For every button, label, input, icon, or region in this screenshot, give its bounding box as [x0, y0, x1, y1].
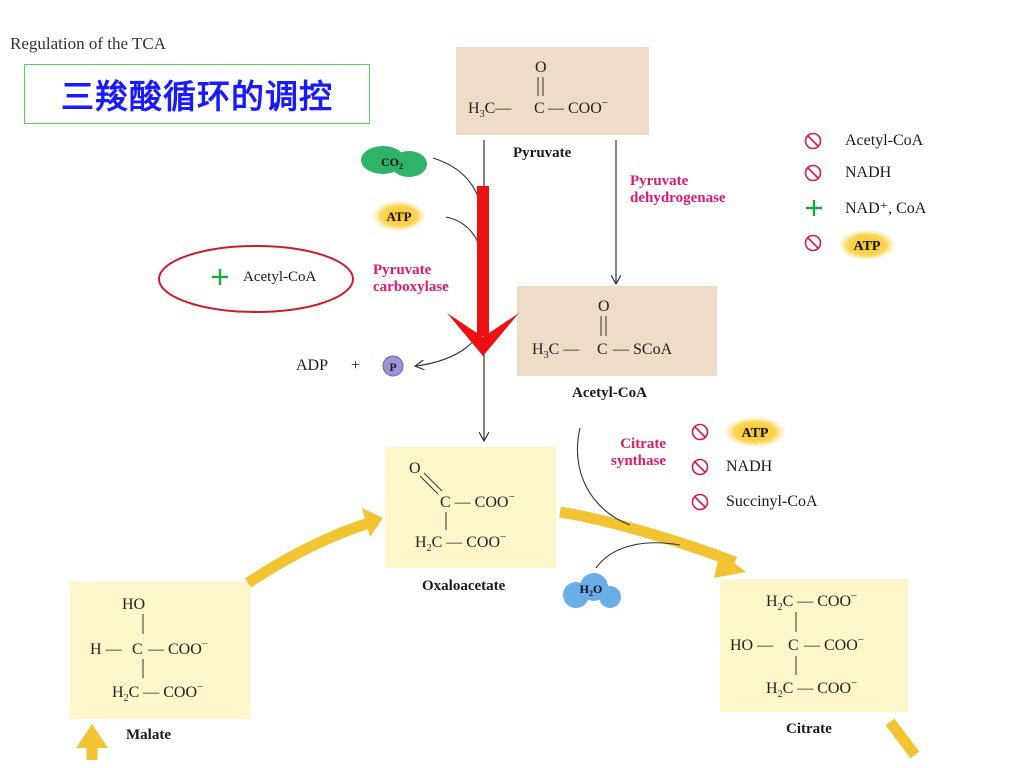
inhibit-icon	[691, 493, 709, 511]
svg-text:ATP: ATP	[742, 426, 769, 441]
acetylcoa-structure: O H3C — C — SCoA	[532, 298, 673, 361]
svg-text:C: C	[132, 641, 143, 658]
citrate-box	[720, 579, 908, 712]
plus-sign: +	[351, 357, 361, 374]
co2-badge: CO2	[361, 146, 427, 177]
svg-text:H2O: H2O	[580, 582, 603, 598]
svg-text:CO2: CO2	[381, 155, 403, 171]
svg-text:H3C —: H3C —	[532, 341, 580, 361]
svg-text:— COO−: — COO−	[547, 97, 608, 117]
svg-text:O: O	[598, 298, 610, 315]
cs-acetylcoa-curve	[576, 427, 631, 526]
svg-text:O: O	[535, 59, 547, 76]
pyruvate-label: Pyruvate	[513, 145, 572, 161]
oxaloacetate-label: Oxaloacetate	[422, 578, 506, 594]
slide-title: Regulation of the TCA	[10, 34, 166, 53]
oxaloacetate-structure: O C — COO− H2C — COO−	[409, 460, 515, 554]
pc-activator-text: Acetyl-CoA	[243, 269, 317, 285]
citrate-label: Citrate	[786, 721, 832, 737]
svg-text:ATP: ATP	[386, 209, 411, 224]
plus-icon	[212, 269, 228, 285]
malate-box	[70, 582, 250, 719]
pdh-inhibitor-nadh: NADH	[845, 164, 892, 181]
svg-text:— SCoA: — SCoA	[612, 341, 673, 358]
acetylcoa-box	[517, 286, 717, 376]
inhibit-icon	[691, 458, 709, 476]
inhibit-icon	[691, 423, 709, 441]
cs-inhibitor-nadh: NADH	[726, 458, 773, 475]
adp-label: ADP	[296, 357, 329, 374]
inhibitor-icons	[691, 132, 822, 511]
phosphate-badge: P	[382, 355, 404, 377]
pdh-inhibitor-acetylcoa: Acetyl-CoA	[845, 132, 924, 149]
svg-text:C — COO−: C — COO−	[440, 491, 515, 511]
svg-text:— COO−: — COO−	[147, 638, 208, 658]
svg-text:H2C — COO−: H2C — COO−	[415, 531, 506, 554]
cs-inhibitor-succinylcoa: Succinyl-CoA	[726, 493, 818, 510]
svg-text:H —: H —	[90, 641, 123, 658]
atp-badge-cs: ATP	[725, 417, 785, 447]
activator-icons	[212, 200, 822, 285]
chinese-title: 三羧酸循环的调控	[24, 64, 370, 124]
co2-input-curve	[432, 157, 485, 216]
svg-text:C: C	[597, 341, 608, 358]
inhibit-icon	[804, 132, 822, 150]
svg-text:H2C — COO−: H2C — COO−	[766, 677, 857, 700]
svg-text:H2C — COO−: H2C — COO−	[112, 681, 203, 704]
citrate-structure: H2C — COO− HO — C — COO− H2C — COO−	[730, 590, 864, 700]
water-badge: H2O	[563, 573, 621, 608]
svg-text:C: C	[534, 100, 545, 117]
atp-badge-pdh: ATP	[839, 230, 895, 260]
inhibit-icon	[804, 164, 822, 182]
activator-highlight-circle	[158, 245, 354, 313]
svg-text:— COO−: — COO−	[803, 634, 864, 654]
acetylcoa-label: Acetyl-CoA	[572, 385, 647, 401]
svg-text:ATP: ATP	[854, 239, 881, 254]
malate-structure: HO H — C — COO− H2C — COO−	[90, 596, 208, 704]
svg-text:H3C—: H3C—	[468, 100, 512, 120]
red-highlight-arrow	[447, 186, 519, 356]
svg-text:O: O	[409, 460, 421, 477]
pyruvate-box	[456, 47, 649, 135]
plus-icon	[806, 200, 822, 216]
inhibit-icon	[804, 234, 822, 252]
cycle-arrows	[76, 506, 920, 760]
atp-badge-pc: ATP	[373, 201, 425, 231]
malate-label: Malate	[126, 727, 171, 743]
svg-text:H2C — COO−: H2C — COO−	[766, 590, 857, 613]
svg-text:HO —: HO —	[730, 637, 774, 654]
svg-text:C: C	[788, 637, 799, 654]
cycle-arrowhead-oxaloacetate	[362, 508, 383, 537]
pdh-activator-nad-coa: NAD⁺, CoA	[845, 200, 927, 217]
oxaloacetate-box	[385, 447, 556, 568]
cycle-arrowhead-malate	[76, 724, 108, 748]
cs-water-curve	[595, 542, 681, 569]
svg-text:HO: HO	[122, 596, 145, 613]
pyruvate-structure: O H3C— C — COO−	[468, 59, 608, 120]
svg-text:P: P	[389, 360, 396, 374]
cycle-arrowhead-citrate	[714, 552, 746, 578]
